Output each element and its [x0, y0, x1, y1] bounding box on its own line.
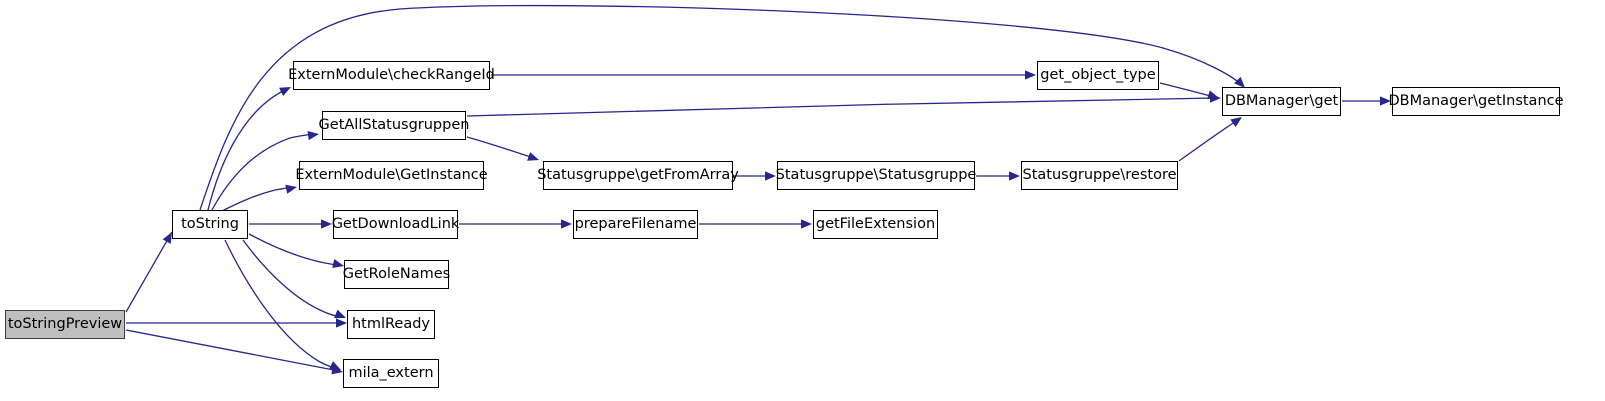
graph-node-GetAllStatusgruppen[interactable]: GetAllStatusgruppen — [319, 111, 469, 140]
graph-node-htmlReady[interactable]: htmlReady — [347, 310, 435, 339]
graph-node-prepareFilename[interactable]: prepareFilename — [573, 210, 698, 239]
graph-node-label: mila_extern — [348, 365, 434, 382]
edge-line — [1178, 119, 1239, 162]
graph-node-label: DBManager\getInstance — [1388, 93, 1564, 110]
graph-node-mila_extern[interactable]: mila_extern — [343, 359, 439, 388]
edge-line — [466, 136, 535, 159]
graph-node-StatusgruppeStatusgruppe[interactable]: Statusgruppe\Statusgruppe — [776, 161, 976, 190]
edge-arrowhead — [285, 184, 297, 194]
graph-node-label: ExternModule\checkRangeId — [288, 67, 495, 84]
edge-line — [125, 329, 340, 372]
graph-node-checkRangeId[interactable]: ExternModule\checkRangeId — [288, 61, 495, 90]
graph-node-DBManagerGet[interactable]: DBManager\get — [1222, 87, 1341, 116]
edge-line — [221, 186, 293, 212]
edge-line — [248, 233, 341, 267]
graph-node-GetDownloadLink[interactable]: GetDownloadLink — [332, 210, 459, 239]
edge-arrowhead — [334, 309, 346, 319]
edge-line — [224, 239, 337, 370]
edge-line — [242, 239, 342, 318]
edge-arrowhead — [527, 152, 539, 161]
graph-node-toStringPreview[interactable]: toStringPreview — [5, 310, 125, 339]
edge-arrowhead — [1207, 90, 1219, 100]
graph-node-label: Statusgruppe\Statusgruppe — [775, 167, 977, 184]
graph-node-label: GetAllStatusgruppen — [318, 117, 470, 134]
graph-node-label: GetDownloadLink — [331, 216, 460, 233]
edge-arrowhead — [331, 365, 343, 375]
graph-node-get_object_type[interactable]: get_object_type — [1037, 61, 1159, 90]
graph-node-label: toString — [181, 216, 239, 233]
edge-line — [207, 89, 286, 211]
graph-node-StatusgruppeGetFromArray[interactable]: Statusgruppe\getFromArray — [537, 161, 739, 190]
edge-line — [1159, 82, 1215, 98]
edge-arrowhead — [1009, 171, 1020, 181]
graph-node-label: ExternModule\GetInstance — [295, 167, 488, 184]
edge-arrowhead — [1025, 70, 1036, 80]
graph-node-DBManagerGetInstance[interactable]: DBManager\getInstance — [1388, 87, 1564, 116]
graph-node-label: Statusgruppe\restore — [1022, 167, 1177, 184]
graph-node-label: htmlReady — [351, 316, 431, 333]
edge-line — [125, 231, 173, 313]
edge-arrowhead — [1209, 93, 1221, 103]
graph-node-label: DBManager\get — [1224, 93, 1339, 110]
edge-arrowhead — [561, 219, 572, 229]
graph-node-label: get_object_type — [1040, 67, 1156, 84]
graph-node-label: toStringPreview — [7, 316, 123, 333]
edge-arrowhead — [801, 219, 812, 229]
edge-arrowhead — [336, 318, 347, 328]
graph-node-Statusgrupperestore[interactable]: Statusgruppe\restore — [1021, 161, 1178, 190]
graph-node-label: GetRoleNames — [342, 266, 451, 283]
graph-node-label: prepareFilename — [574, 216, 697, 233]
edge-arrowhead — [279, 87, 291, 96]
graph-node-ExternModuleGetInstance[interactable]: ExternModule\GetInstance — [295, 161, 488, 190]
edge-arrowhead — [329, 361, 341, 370]
graph-node-getFileExtension[interactable]: getFileExtension — [813, 210, 938, 239]
graph-node-label: getFileExtension — [815, 216, 936, 233]
edge-line — [466, 97, 1217, 117]
graph-node-toString[interactable]: toString — [172, 210, 248, 239]
graph-node-GetRoleNames[interactable]: GetRoleNames — [342, 260, 451, 289]
graph-node-label: Statusgruppe\getFromArray — [537, 167, 739, 184]
